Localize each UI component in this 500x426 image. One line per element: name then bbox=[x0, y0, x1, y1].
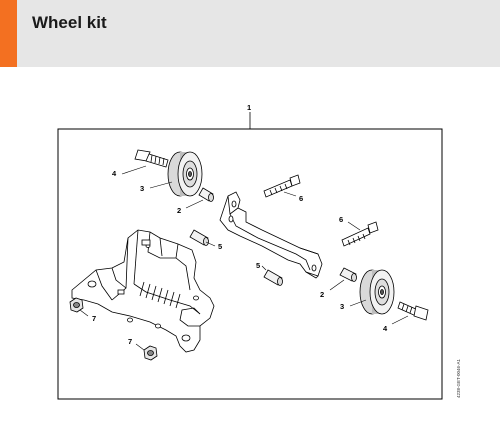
screw-right bbox=[341, 221, 379, 247]
nut-left bbox=[69, 297, 84, 313]
callout-pin-lower: 5 bbox=[256, 261, 260, 270]
page-title: Wheel kit bbox=[32, 13, 107, 32]
header-accent-bar bbox=[0, 0, 17, 67]
callout-spacer-top: 2 bbox=[177, 206, 181, 215]
callout-assembly: 1 bbox=[247, 103, 251, 112]
callout-bolt-bottom: 4 bbox=[383, 324, 388, 333]
nut-bottom bbox=[143, 345, 158, 361]
screw-top bbox=[263, 174, 301, 198]
pin-lower bbox=[263, 269, 283, 286]
page-header: Wheel kit bbox=[0, 0, 500, 67]
callout-screw-top: 6 bbox=[299, 194, 303, 203]
bolt-top bbox=[134, 149, 169, 168]
callout-wheel-top: 3 bbox=[140, 184, 144, 193]
spacer-bottom bbox=[339, 267, 357, 282]
wheel-bottom bbox=[359, 269, 395, 315]
callout-pin-left: 5 bbox=[218, 242, 222, 251]
pin-left bbox=[189, 229, 209, 246]
callout-bolt-top: 4 bbox=[112, 169, 117, 178]
callout-nut-bottom: 7 bbox=[128, 337, 132, 346]
spacer-top bbox=[198, 187, 214, 202]
callout-spacer-bottom: 2 bbox=[320, 290, 324, 299]
wheel-top bbox=[167, 151, 203, 197]
axle-bracket bbox=[219, 191, 323, 279]
callout-wheel-bottom: 3 bbox=[340, 302, 344, 311]
callout-nut-left: 7 bbox=[92, 314, 96, 323]
bolt-bottom bbox=[397, 301, 429, 321]
reference-code: 4238-GET-0046-A1 bbox=[456, 358, 461, 398]
callout-screw-right: 6 bbox=[339, 215, 343, 224]
mower-housing bbox=[71, 229, 215, 353]
